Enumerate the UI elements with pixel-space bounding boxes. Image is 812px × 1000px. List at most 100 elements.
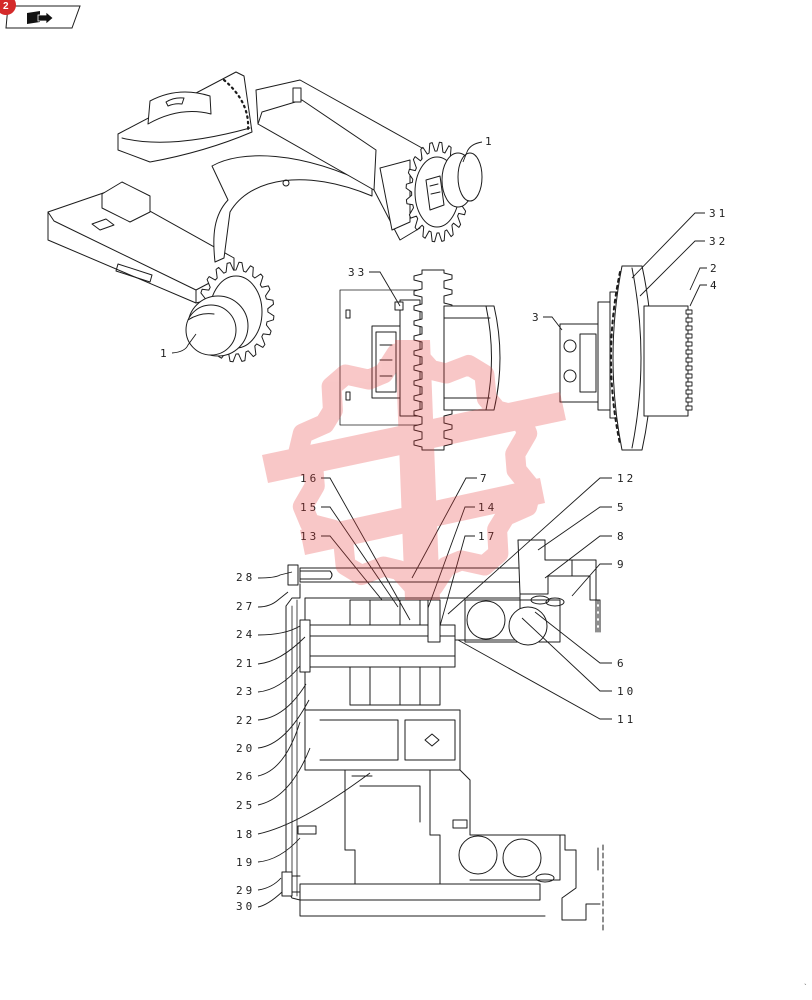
- callout-number[interactable]: 1: [485, 135, 495, 148]
- callout-number[interactable]: 5: [617, 501, 627, 514]
- plug-lines: [291, 875, 301, 893]
- callout-2[interactable]: 2: [689, 262, 720, 291]
- callout-28[interactable]: 28: [236, 571, 293, 584]
- callout-30[interactable]: 30: [236, 891, 283, 913]
- leader-line: [257, 683, 307, 721]
- callout-number[interactable]: 17: [478, 530, 497, 543]
- callout-11[interactable]: 11: [457, 639, 636, 726]
- callout-26[interactable]: 26: [236, 721, 301, 783]
- leader-line: [537, 506, 612, 551]
- callout-18[interactable]: 18: [236, 772, 371, 841]
- lower-seal-housing: [539, 834, 601, 921]
- callout-number[interactable]: 22: [236, 714, 255, 727]
- callout-number[interactable]: 14: [478, 501, 497, 514]
- callout-number[interactable]: 3: [532, 311, 542, 324]
- callout-number[interactable]: 15: [300, 501, 319, 514]
- callout-number[interactable]: 27: [236, 600, 255, 613]
- callout-29[interactable]: 29: [236, 877, 282, 897]
- callout-number[interactable]: 18: [236, 828, 255, 841]
- callout-number[interactable]: 25: [236, 799, 255, 812]
- motor-flange: [597, 301, 611, 411]
- callout-number[interactable]: 6: [617, 657, 627, 670]
- hub-flange: [517, 539, 573, 595]
- callout-10[interactable]: 10: [521, 617, 636, 698]
- callout-number[interactable]: 11: [617, 713, 636, 726]
- leader-line: [543, 316, 563, 331]
- callout-21[interactable]: 21: [236, 636, 306, 670]
- callout-3[interactable]: 3: [532, 311, 563, 331]
- callout-20[interactable]: 20: [236, 699, 310, 755]
- callout-number[interactable]: 2: [710, 262, 720, 275]
- main-bearing-ball: [466, 600, 506, 640]
- callout-1-lower[interactable]: 1: [160, 333, 197, 360]
- deck-edge: [121, 127, 251, 143]
- callout-27[interactable]: 27: [236, 591, 289, 613]
- callout-number[interactable]: 29: [236, 884, 255, 897]
- bolt-head: [287, 564, 299, 586]
- callout-number[interactable]: 13: [300, 530, 319, 543]
- callout-19[interactable]: 19: [236, 837, 301, 869]
- housing-wall-lines: [291, 599, 298, 897]
- callout-number[interactable]: 9: [617, 558, 627, 571]
- callout-number[interactable]: 1: [160, 347, 170, 360]
- callout-number[interactable]: 33: [348, 266, 367, 279]
- callout-number[interactable]: 21: [236, 657, 255, 670]
- bolt-shank: [299, 570, 333, 580]
- leader-line: [427, 506, 475, 609]
- callout-4[interactable]: 4: [689, 279, 720, 307]
- lower-bearing-housing: [459, 769, 561, 881]
- thrust-washer: [427, 599, 441, 643]
- callout-5[interactable]: 5: [537, 501, 627, 551]
- callout-number[interactable]: 8: [617, 530, 627, 543]
- callout-14[interactable]: 14: [427, 501, 497, 609]
- valve-block: [425, 175, 445, 211]
- callout-23[interactable]: 23: [236, 665, 301, 698]
- callout-6[interactable]: 6: [534, 611, 627, 670]
- cover-mark: [345, 309, 351, 319]
- callout-number[interactable]: 10: [617, 685, 636, 698]
- callout-9[interactable]: 9: [571, 558, 627, 597]
- callout-number[interactable]: 30: [236, 900, 255, 913]
- callout-24[interactable]: 24: [236, 625, 301, 641]
- drum-rib: [685, 341, 693, 347]
- drum-rib: [685, 333, 693, 339]
- callout-32[interactable]: 32: [639, 235, 728, 297]
- callout-number[interactable]: 19: [236, 856, 255, 869]
- leader-line: [257, 772, 371, 835]
- callout-12[interactable]: 12: [447, 472, 636, 615]
- callout-31[interactable]: 31: [631, 207, 728, 279]
- track-frame-slot: [91, 218, 115, 231]
- nav-button[interactable]: [5, 5, 81, 29]
- drum-rib: [685, 381, 693, 387]
- arrow-shape: [37, 11, 54, 25]
- callout-number[interactable]: 28: [236, 571, 255, 584]
- callout-number[interactable]: 20: [236, 742, 255, 755]
- callout-13[interactable]: 13: [300, 530, 383, 601]
- bolt-ring: [222, 78, 250, 132]
- callout-25[interactable]: 25: [236, 747, 311, 812]
- callout-number[interactable]: 24: [236, 628, 255, 641]
- leader-line: [257, 591, 289, 608]
- callout-number[interactable]: 23: [236, 685, 255, 698]
- callout-number[interactable]: 26: [236, 770, 255, 783]
- leader-line: [257, 625, 301, 636]
- callout-7[interactable]: 7: [411, 472, 490, 579]
- locating-pin: [297, 825, 317, 835]
- callout-1-upper[interactable]: 1: [462, 135, 495, 163]
- callout-number[interactable]: 31: [709, 207, 728, 220]
- callout-16[interactable]: 16: [300, 472, 411, 621]
- right-track-frame: [255, 79, 423, 241]
- callout-15[interactable]: 15: [300, 501, 399, 608]
- callout-8[interactable]: 8: [544, 530, 627, 579]
- callout-number[interactable]: 16: [300, 472, 319, 485]
- callout-22[interactable]: 22: [236, 683, 307, 727]
- piston-marker: [424, 733, 440, 747]
- callout-number[interactable]: 32: [709, 235, 728, 248]
- callout-17[interactable]: 17: [439, 530, 497, 627]
- callout-33[interactable]: 33: [348, 266, 401, 307]
- callout-number[interactable]: 12: [617, 472, 636, 485]
- callout-number[interactable]: 4: [710, 279, 720, 292]
- leader-line: [321, 535, 383, 601]
- callout-number[interactable]: 7: [480, 472, 490, 485]
- drum-rib: [685, 317, 693, 323]
